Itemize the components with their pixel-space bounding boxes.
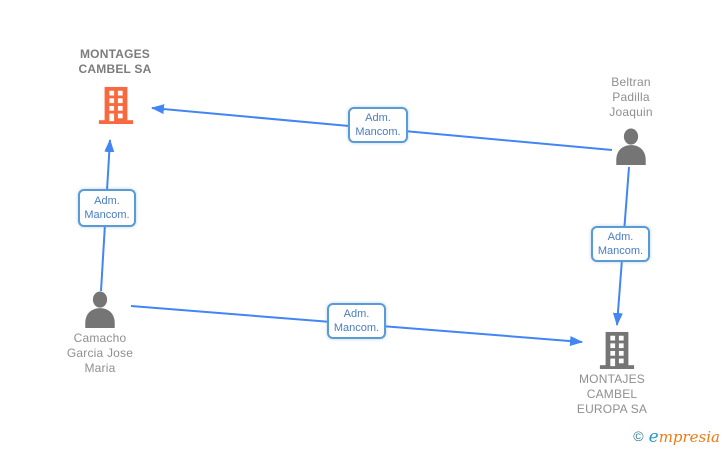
building-icon[interactable] bbox=[97, 85, 135, 125]
edge-label-line: Adm. bbox=[343, 308, 370, 320]
edge-label-line: Adm. bbox=[94, 195, 120, 207]
edge-label-adm-mancom: Adm. Mancom. bbox=[591, 226, 650, 262]
label-line: CAMBEL SA bbox=[78, 62, 152, 76]
edge-label-line: Mancom. bbox=[355, 126, 401, 138]
edge-label-line: Adm. bbox=[365, 112, 391, 124]
label-line: Joaquin bbox=[609, 105, 653, 119]
edge-label-line: Mancom. bbox=[597, 245, 644, 257]
edge-label-adm-mancom: Adm. Mancom. bbox=[327, 303, 386, 339]
edge-label-adm-mancom: Adm. Mancom. bbox=[348, 107, 408, 143]
label-line: MONTAGES bbox=[79, 47, 151, 61]
label-line: Beltran bbox=[611, 75, 651, 89]
brand-letter: e bbox=[648, 427, 659, 447]
copyright-icon: © bbox=[633, 428, 644, 444]
label-line: MONTAJES bbox=[578, 372, 646, 386]
label-line: Padilla bbox=[612, 90, 650, 104]
company-label-montages-cambel-sa[interactable]: MONTAGES CAMBEL SA bbox=[55, 47, 175, 77]
label-line: CAMBEL bbox=[586, 387, 638, 401]
brand-text: mpresia bbox=[658, 428, 720, 446]
label-line: Maria bbox=[84, 361, 116, 375]
edge-label-adm-mancom: Adm. Mancom. bbox=[78, 189, 136, 227]
edge-label-line: Adm. bbox=[607, 231, 634, 243]
company-label-montajes-cambel-europa-sa[interactable]: MONTAJES CAMBEL EUROPA SA bbox=[552, 372, 672, 417]
person-label-beltran-padilla-joaquin[interactable]: Beltran Padilla Joaquin bbox=[591, 75, 671, 120]
person-label-camacho-garcia-jose-maria[interactable]: Camacho Garcia Jose Maria bbox=[40, 331, 160, 376]
person-icon[interactable] bbox=[81, 290, 119, 330]
edge-label-line: Mancom. bbox=[333, 322, 380, 334]
person-icon[interactable] bbox=[612, 127, 650, 167]
building-icon[interactable] bbox=[598, 330, 636, 370]
label-line: EUROPA SA bbox=[576, 402, 648, 416]
label-line: Garcia Jose bbox=[66, 346, 134, 360]
empresia-logo: ©empresia bbox=[633, 427, 720, 447]
label-line: Camacho bbox=[73, 331, 127, 345]
edge-label-line: Mancom. bbox=[84, 209, 130, 221]
